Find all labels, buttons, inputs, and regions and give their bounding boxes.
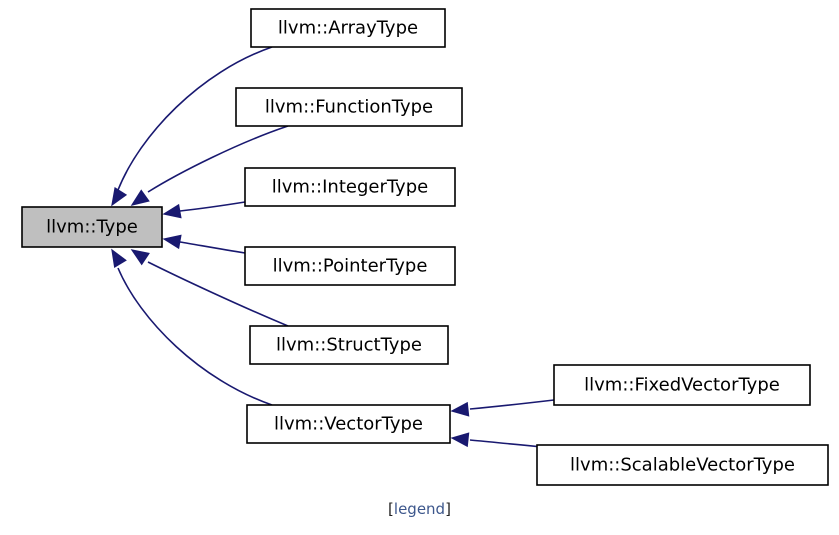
legend-bracket-open: [ (388, 500, 394, 518)
legend-link[interactable]: legend (393, 500, 446, 518)
edge-integer-to-type (162, 201, 246, 219)
edge-line (117, 46, 273, 191)
edge-struct-to-type (130, 249, 289, 327)
inheritance-arrowhead (450, 432, 470, 448)
class-node-vector[interactable]: llvm::VectorType (246, 404, 451, 444)
class-node-box (244, 167, 456, 207)
class-node-label: llvm::StructType (276, 335, 422, 356)
class-node-struct[interactable]: llvm::StructType (249, 325, 449, 365)
edge-array-to-type (111, 46, 273, 207)
edge-line (179, 201, 246, 212)
class-node-type[interactable]: llvm::Type (21, 206, 163, 248)
class-node-label: llvm::VectorType (274, 414, 423, 435)
class-node-label: llvm::FixedVectorType (584, 375, 780, 396)
class-node-box (21, 206, 163, 248)
class-node-box (250, 8, 446, 48)
class-node-label: llvm::FunctionType (265, 97, 433, 118)
inheritance-arrowhead (130, 189, 150, 206)
inheritance-arrowhead (111, 248, 127, 269)
inheritance-arrowhead (130, 249, 150, 266)
class-node-function[interactable]: llvm::FunctionType (235, 87, 463, 127)
edge-vector-to-type (111, 248, 273, 406)
inheritance-arrowhead (450, 401, 470, 417)
class-node-label: llvm::PointerType (273, 256, 428, 277)
class-node-array[interactable]: llvm::ArrayType (250, 8, 446, 48)
edge-line (147, 125, 289, 193)
class-node-pointer[interactable]: llvm::PointerType (244, 246, 456, 286)
class-node-label: llvm::ScalableVectorType (570, 455, 795, 476)
class-node-integer[interactable]: llvm::IntegerType (244, 167, 456, 207)
inheritance-graph: llvm::Type llvm::ArrayTypellvm::FunctionT… (21, 8, 829, 486)
class-node-label: llvm::Type (46, 217, 138, 238)
class-node-label: llvm::ArrayType (278, 18, 418, 39)
class-node-box (553, 364, 811, 406)
inheritance-arrowhead (162, 203, 182, 219)
edge-fixedvector-to-vector (450, 399, 555, 417)
edge-pointer-to-type (162, 234, 246, 254)
edge-line (147, 261, 289, 327)
class-node-box (235, 87, 463, 127)
class-node-label: llvm::IntegerType (272, 177, 428, 198)
class-node-box (246, 404, 451, 444)
class-node-box (536, 444, 829, 486)
class-node-fixedvector[interactable]: llvm::FixedVectorType (553, 364, 811, 406)
edge-line (179, 241, 246, 254)
legend-bracket-close: ] (445, 500, 451, 518)
class-node-scalablevector[interactable]: llvm::ScalableVectorType (536, 444, 829, 486)
legend-line: [legend] (0, 500, 839, 518)
edge-line (469, 399, 555, 410)
class-node-box (249, 325, 449, 365)
class-node-box (244, 246, 456, 286)
inheritance-arrowhead (111, 187, 128, 207)
edge-line (117, 267, 273, 406)
edge-function-to-type (130, 125, 289, 206)
inheritance-arrowhead (162, 234, 182, 250)
